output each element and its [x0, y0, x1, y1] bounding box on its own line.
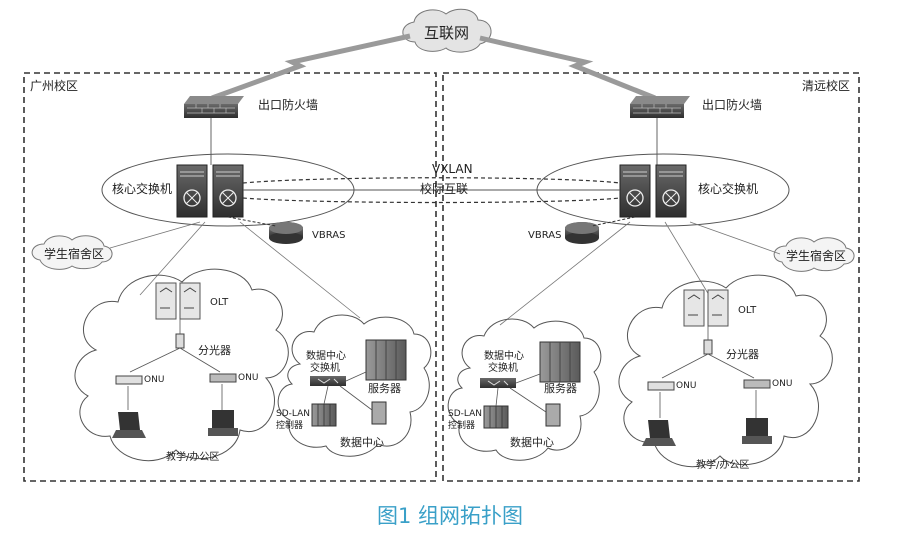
- dorm-cloud-left-icon: [31, 235, 113, 270]
- office-cloud-right-icon: [618, 274, 833, 468]
- dc-switch-left-label-1: 数据中心: [306, 349, 346, 362]
- internet-cloud-icon: [402, 8, 492, 53]
- dc-switch-left-label-2: 交换机: [310, 361, 340, 374]
- office-right-label: 教学/办公区: [696, 458, 749, 471]
- splitter-left-icon: [175, 333, 185, 349]
- vbras-right-label: VBRAS: [528, 230, 561, 241]
- splitter-right-icon: [703, 339, 713, 355]
- splitter-right-label: 分光器: [726, 347, 759, 361]
- office-left-label: 教学/办公区: [166, 450, 219, 463]
- link-core-vbras-right: [591, 216, 636, 227]
- dc-cloud-right-icon: [447, 318, 602, 461]
- olt-left-label: OLT: [210, 297, 229, 308]
- campus-right-frame: [442, 72, 860, 482]
- sdlan-left-label-2: 控制器: [276, 419, 303, 431]
- pon-links-right: [659, 326, 757, 418]
- pon-links-left: [127, 319, 223, 410]
- link-core-vbras-left: [227, 216, 277, 227]
- core-switch-right-icon: [619, 164, 687, 218]
- vbras-left-icon: [269, 222, 303, 244]
- campus-right-name: 清远校区: [802, 78, 850, 93]
- internet-label: 互联网: [424, 24, 469, 42]
- storage-left-icon: [371, 401, 387, 425]
- firewall-right-label: 出口防火墙: [702, 97, 762, 112]
- dc-left-label: 数据中心: [340, 435, 384, 449]
- onu-left-1-label: ONU: [144, 375, 164, 385]
- uplink-right: [479, 35, 656, 101]
- server-right-label: 服务器: [544, 382, 577, 395]
- sdlan-left-label-1: SD-LAN: [276, 409, 310, 419]
- dc-right-label: 数据中心: [510, 435, 554, 449]
- core-left-label: 核心交换机: [112, 181, 172, 196]
- storage-right-icon: [545, 403, 561, 427]
- onu-right-2-icon: [743, 379, 771, 389]
- sdlan-right-icon: [483, 405, 509, 429]
- core-right-label: 核心交换机: [698, 181, 758, 196]
- office-cloud-left-icon: [74, 268, 289, 462]
- olt-right-label: OLT: [738, 305, 757, 316]
- onu-left-1-icon: [115, 375, 143, 385]
- firewall-left-label: 出口防火墙: [258, 97, 318, 112]
- olt-right-icon: [683, 289, 729, 327]
- firewall-left-icon: [184, 96, 244, 118]
- onu-left-2-icon: [209, 373, 237, 383]
- core-switch-left-icon: [176, 164, 244, 218]
- laptop-right-icon: [642, 420, 676, 446]
- campus-left-name: 广州校区: [30, 78, 78, 93]
- uplink-left: [211, 33, 411, 101]
- dc-switch-left-icon: [310, 376, 346, 386]
- vbras-left-label: VBRAS: [312, 230, 345, 241]
- dc-switch-right-icon: [480, 378, 516, 388]
- campus-left-frame: [23, 72, 437, 482]
- desktop-right-icon: [742, 418, 772, 444]
- figure-caption: 图1 组网拓扑图: [376, 504, 524, 528]
- dc-links-left: [323, 371, 373, 411]
- splitter-left-label: 分光器: [198, 343, 231, 357]
- dorm-cloud-right-icon: [773, 237, 855, 272]
- olt-left-icon: [155, 282, 201, 320]
- dorm-right-label: 学生宿舍区: [786, 248, 846, 263]
- dc-switch-right-label-1: 数据中心: [484, 349, 524, 362]
- laptop-left-icon: [112, 412, 146, 438]
- interconnect-label: 校际互联: [420, 181, 468, 196]
- vbras-right-icon: [565, 222, 599, 244]
- dc-switch-right-label-2: 交换机: [488, 361, 518, 374]
- core-links-left: [109, 221, 361, 319]
- sdlan-left-icon: [311, 403, 337, 427]
- sdlan-right-label-2: 控制器: [448, 419, 475, 431]
- firewall-right-icon: [630, 96, 690, 118]
- onu-right-1-icon: [647, 381, 675, 391]
- onu-right-1-label: ONU: [676, 381, 696, 391]
- dorm-left-label: 学生宿舍区: [44, 246, 104, 261]
- server-left-icon: [365, 339, 407, 381]
- server-right-icon: [539, 341, 581, 383]
- desktop-left-icon: [208, 410, 238, 436]
- server-left-label: 服务器: [368, 382, 401, 395]
- onu-right-2-label: ONU: [772, 379, 792, 389]
- vxlan-label: VXLAN: [432, 162, 473, 176]
- dc-cloud-left-icon: [277, 314, 432, 457]
- sdlan-right-label-1: SD-LAN: [448, 409, 482, 419]
- core-links-right: [499, 221, 781, 326]
- dc-links-right: [495, 373, 547, 413]
- onu-left-2-label: ONU: [238, 373, 258, 383]
- vxlan-tunnel: [242, 177, 621, 204]
